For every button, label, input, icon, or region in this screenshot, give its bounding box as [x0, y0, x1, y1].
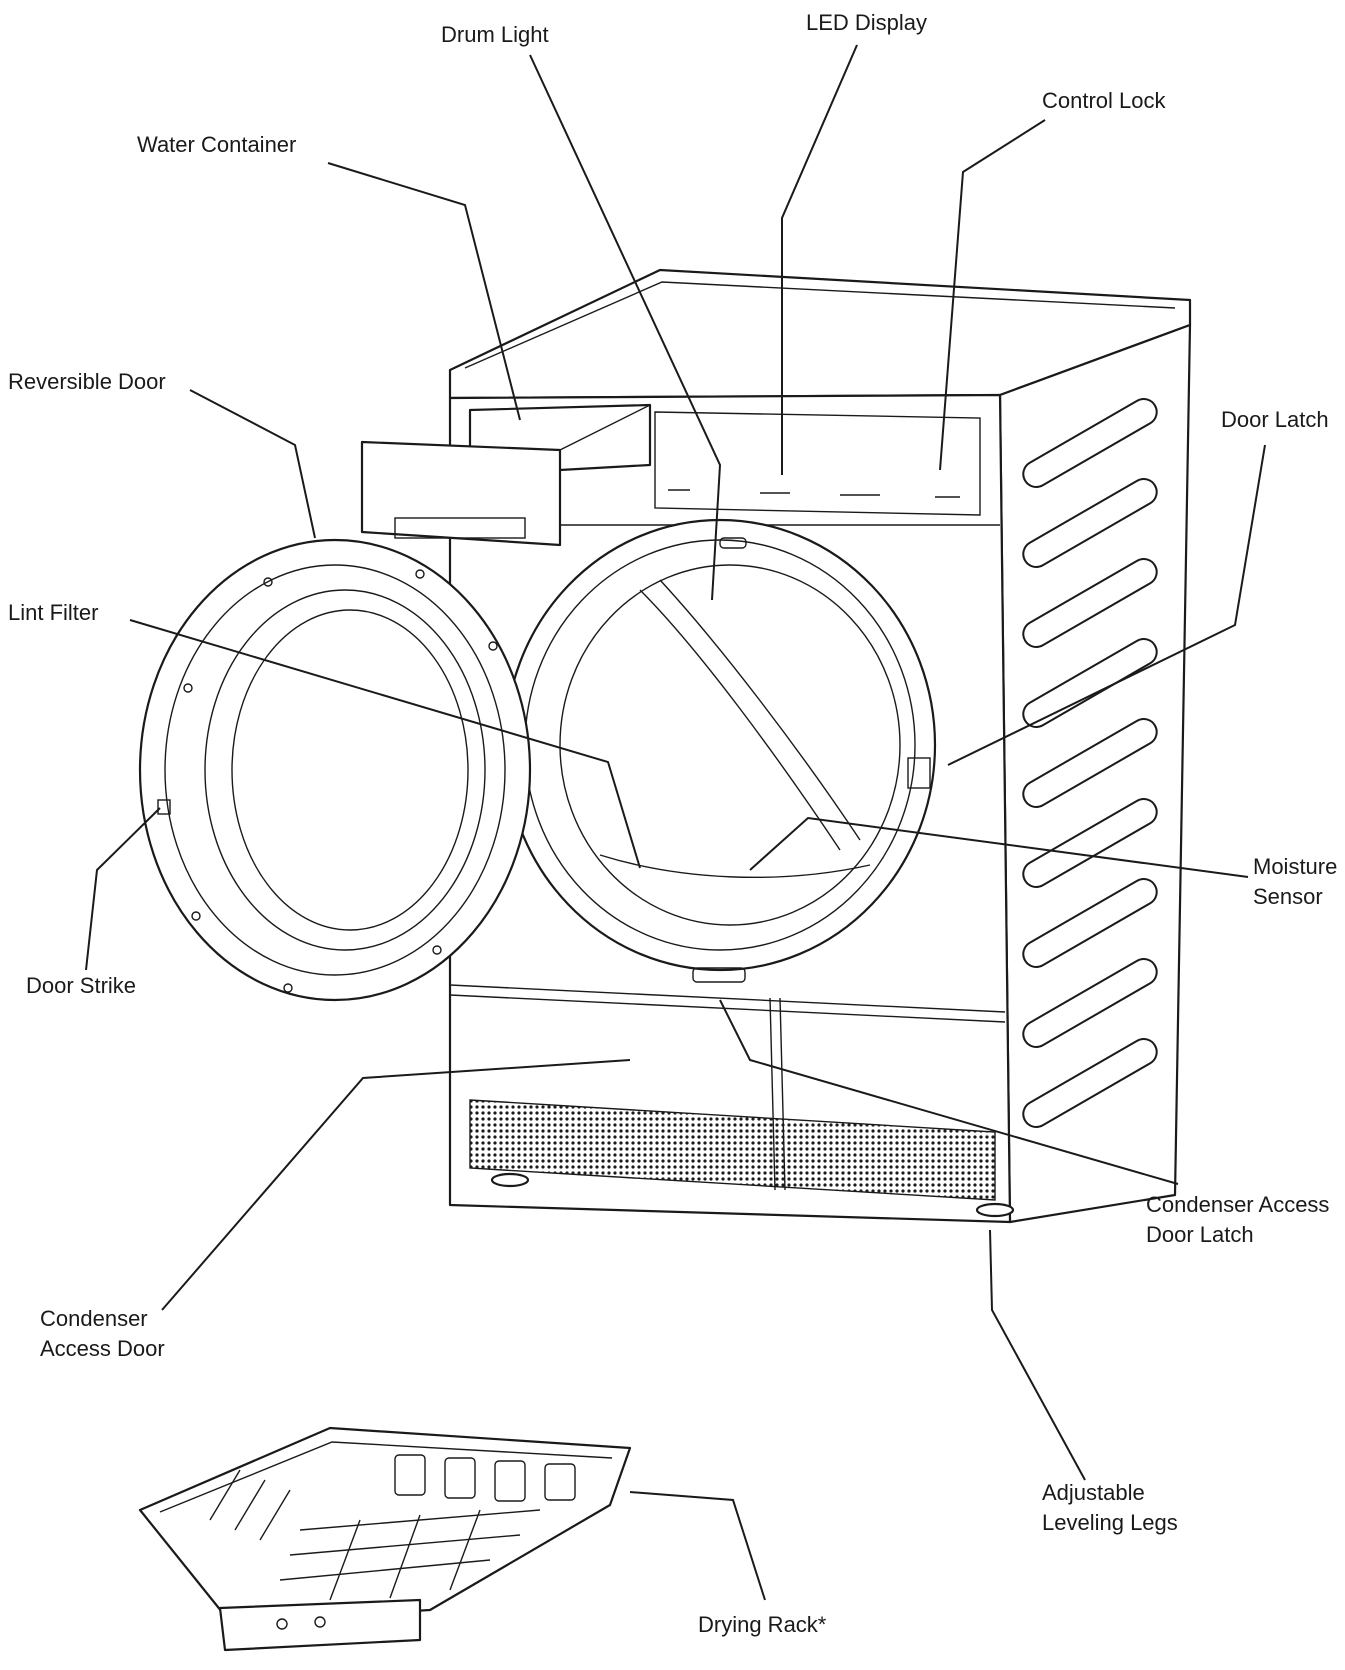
condenser-latch-handle	[692, 967, 746, 983]
label-adjustable-leveling-legs-line1: Adjustable	[1042, 1480, 1145, 1505]
label-control-lock: Control Lock	[1042, 88, 1166, 113]
label-moisture-sensor-line2: Sensor	[1253, 884, 1323, 909]
label-moisture-sensor-line1: Moisture	[1253, 854, 1338, 879]
leader-led-display	[781, 44, 858, 475]
dryer-side-panel	[998, 323, 1192, 1224]
door-strike-tab	[157, 799, 171, 815]
label-condenser-access-door-latch-line1: Condenser Access	[1146, 1192, 1330, 1217]
side-vents	[1022, 398, 1158, 1128]
drying-rack	[138, 1426, 632, 1652]
leader-drum-light	[529, 54, 722, 601]
label-condenser-access-door-line2: Access Door	[40, 1336, 165, 1361]
leader-moisture-sensor	[749, 816, 1249, 878]
leader-drying-rack	[629, 1491, 766, 1601]
reversible-door	[138, 538, 532, 1002]
leader-door-latch	[947, 444, 1266, 766]
door-latch-hook	[907, 757, 931, 789]
water-container	[360, 403, 652, 547]
leader-water-container	[327, 162, 521, 421]
leader-control-lock	[939, 119, 1046, 471]
label-condenser-access-door-line1: Condenser	[40, 1306, 148, 1331]
label-led-display: LED Display	[806, 10, 928, 35]
leader-lint-filter	[129, 619, 641, 869]
label-drying-rack: Drying Rack*	[698, 1612, 827, 1637]
label-door-strike: Door Strike	[26, 973, 137, 998]
control-panel	[654, 411, 981, 516]
kick-plate-vent	[469, 1099, 996, 1201]
leader-adjustable-leveling-legs	[989, 1229, 1086, 1481]
label-door-latch: Door Latch	[1221, 407, 1329, 432]
label-lint-filter: Lint Filter	[8, 600, 99, 625]
leveling-leg-right	[975, 1202, 1015, 1218]
label-reversible-door: Reversible Door	[8, 369, 166, 394]
leader-reversible-door	[189, 389, 316, 539]
leader-lines	[85, 44, 1266, 1601]
label-condenser-access-door-latch-line2: Door Latch	[1146, 1222, 1254, 1247]
leader-door-strike	[85, 807, 161, 971]
drum-light-fixture	[719, 537, 747, 549]
label-adjustable-leveling-legs-line2: Leveling Legs	[1042, 1510, 1178, 1535]
label-drum-light: Drum Light	[441, 22, 549, 47]
leveling-leg-left	[490, 1172, 530, 1188]
leader-condenser-access-door	[161, 1059, 631, 1311]
leader-condenser-access-door-latch	[719, 999, 1179, 1185]
label-water-container: Water Container	[137, 132, 297, 157]
